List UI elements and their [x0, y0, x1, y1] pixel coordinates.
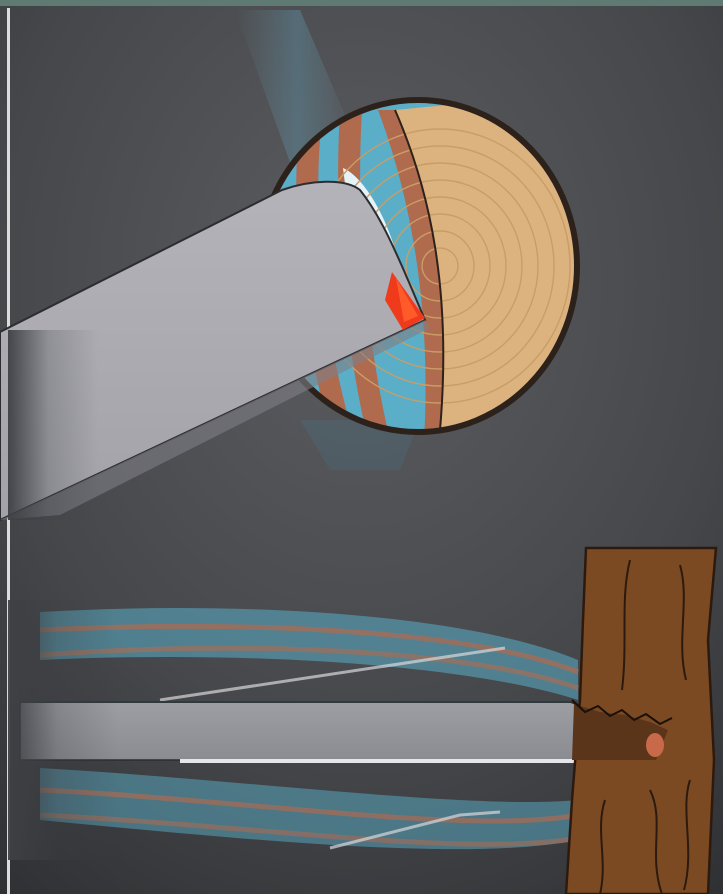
contact-point	[646, 733, 664, 757]
frame-top	[0, 0, 723, 6]
tree-trunk	[566, 548, 716, 894]
fade-left-bottom	[8, 600, 118, 860]
fade-left	[8, 330, 98, 520]
